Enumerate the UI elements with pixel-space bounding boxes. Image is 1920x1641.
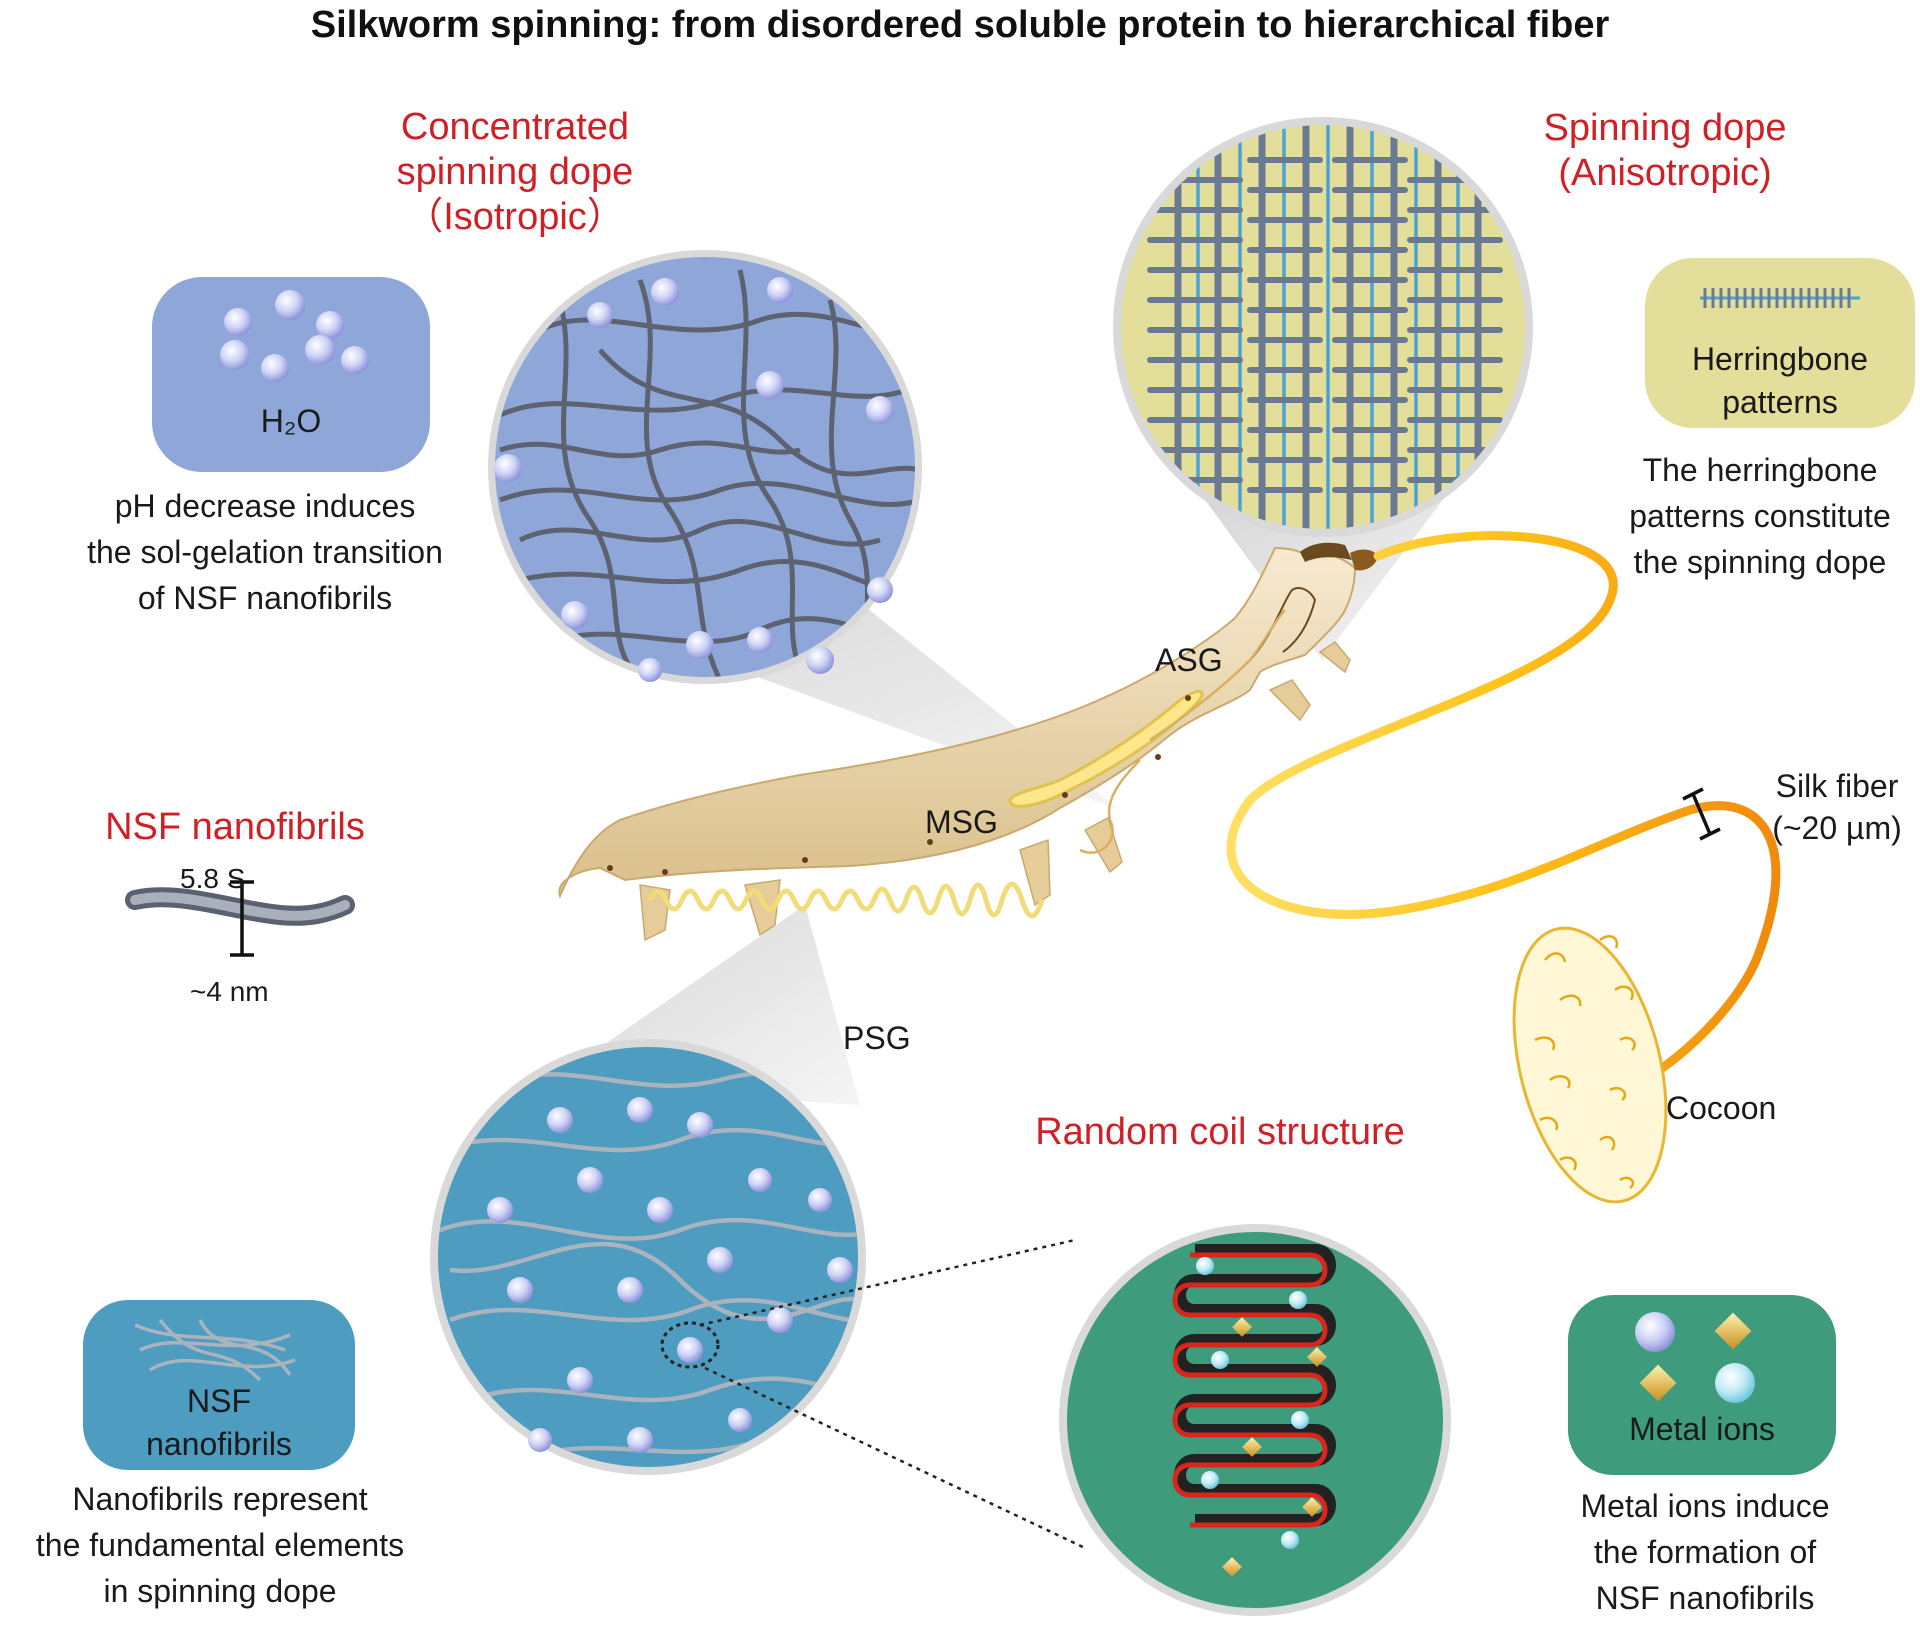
metal-ion-sphere-icon <box>1635 1312 1675 1352</box>
msg-label: MSG <box>925 804 998 840</box>
cocoon-icon <box>1512 926 1668 1204</box>
metal-ions-box <box>1568 1295 1836 1475</box>
metal-ion-diamond-icon <box>1714 1312 1752 1350</box>
isotropic-dope-zoom-circle <box>488 250 922 684</box>
fibril-icon <box>134 1318 296 1382</box>
cocoon-label: Cocoon <box>1666 1090 1777 1126</box>
page-title: Silkworm spinning: from disordered solub… <box>310 4 1610 46</box>
nsf-box-label: NSF nanofibrils <box>146 1383 292 1463</box>
h2o-label: H₂O <box>260 403 322 439</box>
silkworm-icon <box>558 542 1378 942</box>
isotropic-dope-label: Concentrated spinning dope （Isotropic） <box>396 106 634 238</box>
metal-ions-label: Metal ions <box>1629 1411 1775 1447</box>
zoom-connector-lines <box>699 1238 1086 1550</box>
silk-fiber-label: Silk fiber (~20 µm) <box>1772 768 1902 846</box>
herringbone-label: Herringbone patterns <box>1691 341 1869 421</box>
herringbone-description: The herringbone patterns constitute the … <box>1629 452 1891 581</box>
nsf-nanofibrils-title: NSF nanofibrils <box>105 806 365 848</box>
sedimentation-label: 5.8 S <box>180 863 246 894</box>
water-molecule-icon <box>220 290 369 382</box>
h2o-box <box>152 277 430 472</box>
anisotropic-dope-label: Spinning dope (Anisotropic) <box>1543 107 1787 194</box>
nanofibrils-description: Nanofibrils represent the fundamental el… <box>35 1481 405 1610</box>
fibril-width-label: ~4 nm <box>190 976 269 1007</box>
silk-fiber-scale-bar <box>1682 787 1721 841</box>
psg-label: PSG <box>843 1020 911 1056</box>
random-coil-title: Random coil structure <box>1035 1111 1405 1153</box>
nsf-box <box>83 1300 355 1470</box>
silk-fiber-icon <box>1226 531 1781 1095</box>
herringbone-icon <box>1700 288 1860 308</box>
psg-dope-zoom-circle <box>430 1039 866 1475</box>
nsf-nanofibril-icon <box>125 880 355 957</box>
scale-bar-icon <box>230 880 254 957</box>
asg-label: ASG <box>1155 642 1223 678</box>
metal-ions-description: Metal ions induce the formation of NSF n… <box>1580 1488 1830 1617</box>
ph-description: pH decrease induces the sol-gelation tra… <box>87 488 443 617</box>
herringbone-box <box>1645 258 1915 428</box>
anisotropic-dope-zoom-circle <box>1113 117 1533 537</box>
random-coil-zoom-circle <box>1059 1224 1451 1616</box>
